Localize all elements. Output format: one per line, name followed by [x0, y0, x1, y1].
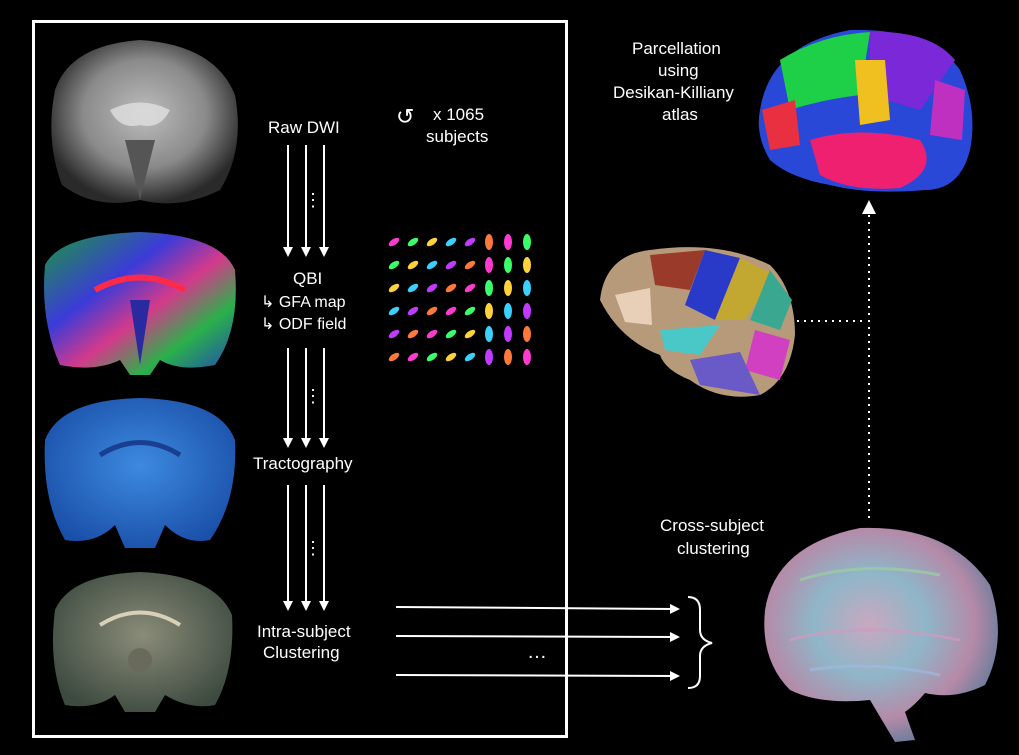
odf-glyph — [463, 351, 476, 363]
odf-glyph — [406, 328, 419, 340]
odf-glyph — [485, 349, 493, 365]
odf-glyph — [406, 236, 419, 248]
step-gfa-map-label: ↳ GFA map — [261, 293, 346, 313]
odf-glyph — [425, 351, 438, 363]
ellipsis-dots-3: ⋮ — [304, 538, 322, 558]
ellipsis-dots-1: ⋮ — [304, 190, 322, 210]
repeat-subjects-label: subjects — [426, 127, 488, 147]
tractography-image — [45, 398, 236, 548]
odf-glyph — [387, 305, 400, 317]
step-tractography-label: Tractography — [253, 454, 353, 474]
odf-glyph — [425, 328, 438, 340]
odf-glyph — [523, 234, 531, 250]
odf-glyph — [425, 305, 438, 317]
odf-glyph — [425, 236, 438, 248]
odf-glyph — [387, 259, 400, 271]
odf-glyph — [387, 328, 400, 340]
odf-glyph — [444, 236, 457, 248]
odf-glyph — [444, 351, 457, 363]
odf-glyph — [444, 259, 457, 271]
odf-glyph — [523, 349, 531, 365]
odf-glyph — [485, 280, 493, 296]
parcellation-label-1: Parcellation — [632, 39, 721, 59]
repeat-count-label: x 1065 — [433, 105, 484, 125]
raw-dwi-image — [51, 40, 238, 203]
odf-glyph — [387, 351, 400, 363]
odf-glyph — [425, 259, 438, 271]
odf-glyph — [463, 282, 476, 294]
odf-glyph — [485, 326, 493, 342]
odf-glyph — [463, 328, 476, 340]
odf-glyph — [444, 282, 457, 294]
odf-glyph — [463, 236, 476, 248]
odf-glyph — [406, 259, 419, 271]
odf-glyph — [504, 303, 512, 319]
odf-glyph — [523, 326, 531, 342]
odf-glyph — [444, 328, 457, 340]
step-raw-dwi-label: Raw DWI — [268, 118, 340, 138]
parcellated-brain-image — [759, 30, 973, 192]
odf-field-image — [387, 234, 531, 365]
step-qbi-label: QBI — [293, 269, 322, 289]
odf-glyph — [463, 259, 476, 271]
atlas-surface-image — [600, 247, 795, 397]
clusters-image — [53, 572, 232, 712]
parcellation-label-4: atlas — [662, 105, 698, 125]
parcellation-label-3: Desikan-Killiany — [613, 83, 734, 103]
odf-glyph — [523, 280, 531, 296]
odf-glyph — [523, 257, 531, 273]
odf-glyph — [504, 349, 512, 365]
cross-subject-label-2: clustering — [677, 539, 750, 559]
odf-glyph — [406, 282, 419, 294]
gfa-image — [44, 232, 236, 375]
cross-subject-label-1: Cross-subject — [660, 516, 764, 536]
ellipsis-dots-2: ⋮ — [304, 386, 322, 406]
odf-glyph — [444, 305, 457, 317]
odf-glyph — [406, 351, 419, 363]
cross-subject-brain-image — [764, 528, 998, 742]
step-intra-subject-label-2: Clustering — [263, 643, 340, 663]
odf-glyph — [463, 305, 476, 317]
odf-glyph — [504, 234, 512, 250]
odf-glyph — [504, 326, 512, 342]
odf-glyph — [504, 280, 512, 296]
odf-glyph — [425, 282, 438, 294]
odf-glyph — [523, 303, 531, 319]
odf-glyph — [485, 257, 493, 273]
odf-glyph — [485, 234, 493, 250]
step-intra-subject-label-1: Intra-subject — [257, 622, 351, 642]
odf-glyph — [387, 236, 400, 248]
repeat-icon: ↺ — [396, 107, 414, 127]
step-odf-field-label: ↳ ODF field — [261, 315, 346, 335]
ellipsis-horizontal: … — [527, 642, 547, 662]
odf-glyph — [387, 282, 400, 294]
up-arrowhead — [862, 200, 876, 214]
odf-glyph — [406, 305, 419, 317]
brace — [688, 597, 712, 688]
parcellation-label-2: using — [658, 61, 699, 81]
odf-glyph — [485, 303, 493, 319]
odf-glyph — [504, 257, 512, 273]
